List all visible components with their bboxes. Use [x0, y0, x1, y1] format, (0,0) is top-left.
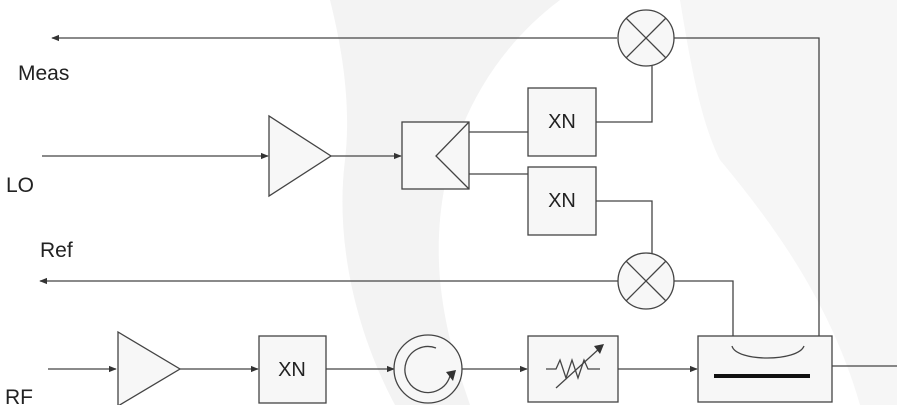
splitter-icon [401, 121, 470, 190]
mixer-icon [617, 9, 675, 67]
coupler-to-meas-mixer-wire [674, 37, 820, 336]
amplifier-icon [268, 114, 333, 198]
multiplier-lo-lower: XN [527, 166, 597, 236]
meas-label: Meas [18, 62, 69, 85]
multiplier-lo-upper-label: XN [548, 111, 576, 133]
directional-coupler-icon [697, 335, 833, 403]
variable-attenuator-icon [527, 335, 619, 403]
coupler-to-ref-mixer-wire [674, 280, 734, 336]
rf-amplifier-icon [117, 330, 182, 405]
background-watermark-right [680, 0, 897, 405]
lo-label: LO [6, 174, 34, 197]
multiplier-lo-upper: XN [527, 87, 597, 157]
multiplier-rf: XN [258, 335, 327, 404]
multiplier-lo-lower-label: XN [548, 190, 576, 212]
background-watermark [330, 0, 560, 405]
ref-mixer-icon [617, 252, 675, 310]
xn-lower-to-mixer-wire [596, 200, 653, 253]
multiplier-rf-label: XN [278, 359, 306, 381]
rf-label: RF [5, 386, 33, 405]
ref-label: Ref [40, 239, 73, 262]
xn-upper-to-mixer-wire [596, 66, 653, 123]
circulator-icon [393, 334, 463, 404]
